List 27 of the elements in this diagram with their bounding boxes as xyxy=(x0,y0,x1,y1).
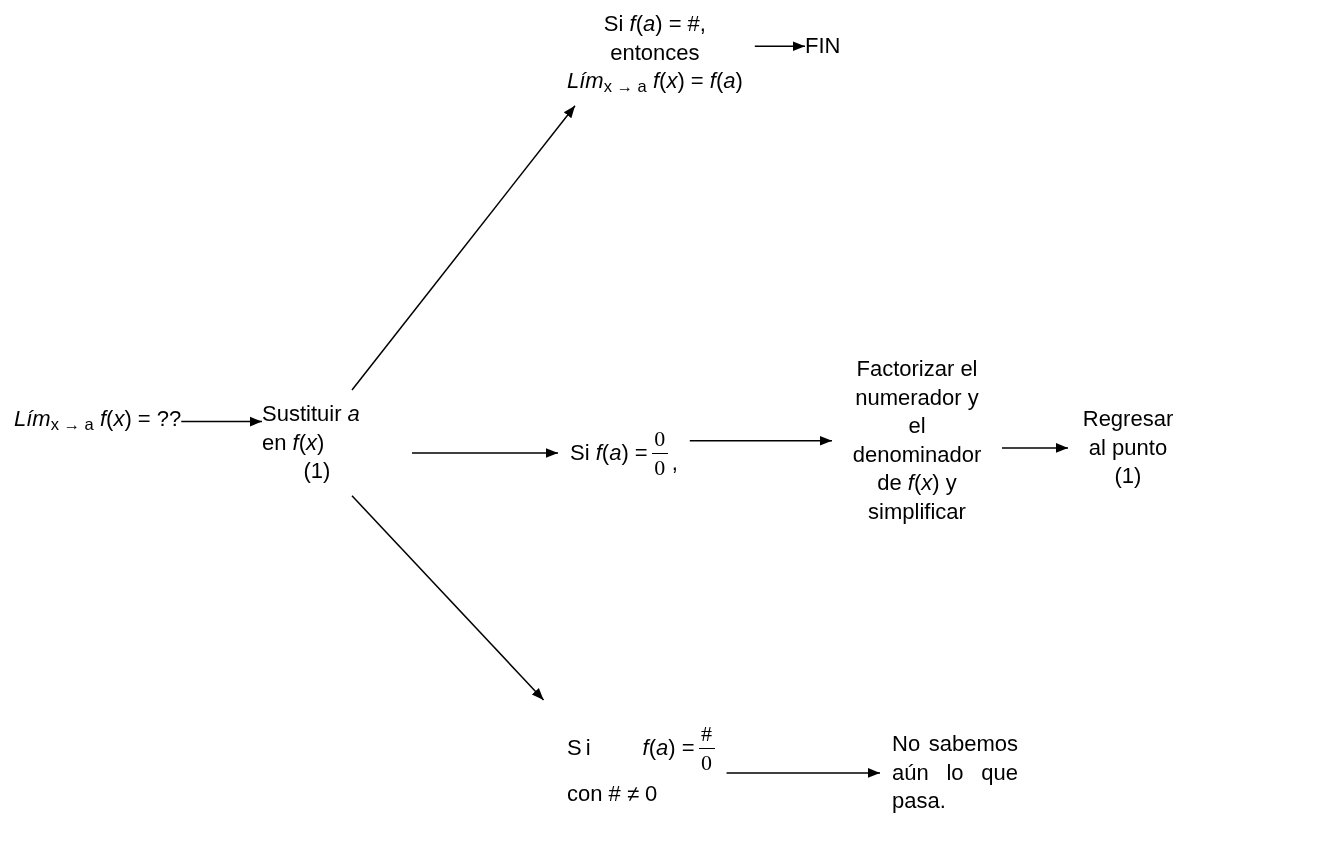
arrow xyxy=(689,436,833,446)
step-text: Factorizar el numerador y el denominador de f(x) y simplificar xyxy=(851,355,983,526)
condition-text: entonces xyxy=(610,38,700,67)
arrow xyxy=(351,495,545,701)
step-text: No sabemos aún lo que pasa. xyxy=(892,730,1018,816)
arrow xyxy=(351,105,576,391)
arrow xyxy=(1001,443,1069,453)
condition-text: con # ≠ 0 xyxy=(567,780,659,808)
step-text: Regresar al punto (1) xyxy=(1081,405,1175,491)
step-number: (1) xyxy=(302,457,332,486)
condition-text: Si f(a) = xyxy=(570,438,648,467)
arrow xyxy=(411,448,559,458)
condition-text: Si f(a) = #, xyxy=(603,10,706,38)
denominator: 0 xyxy=(701,748,713,776)
step-text: Lím$_{x → a}$ f(x) = ?? xyxy=(14,405,182,434)
step-text: FIN xyxy=(805,32,841,60)
punctuation: , xyxy=(671,448,678,477)
condition-text: Si xyxy=(567,733,595,762)
arrow xyxy=(754,41,806,52)
condition-formula: f(a) = xyxy=(642,733,695,762)
numerator: # xyxy=(701,720,713,748)
arrow xyxy=(725,768,881,778)
condition-text: Lím$_{x → a}$ f(x) = f(a) xyxy=(567,67,743,96)
step-text: Sustituir a en f(x) xyxy=(262,400,361,457)
arrow xyxy=(180,416,263,427)
numerator: 0 xyxy=(654,425,666,453)
denominator: 0 xyxy=(654,453,666,481)
